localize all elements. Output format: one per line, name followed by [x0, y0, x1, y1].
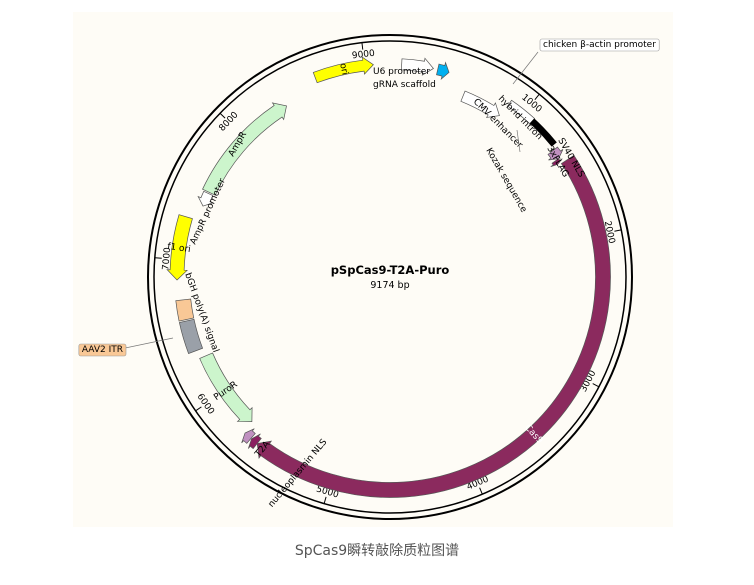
feature-cas9	[256, 154, 611, 498]
label-ori: ori	[337, 62, 349, 76]
feature-puror	[199, 352, 253, 423]
feature-u6-promoter	[400, 57, 434, 76]
feature-grna-scaffold	[436, 61, 450, 81]
feature-t2a	[241, 428, 256, 444]
feature-ampr	[202, 102, 287, 196]
label-f1-ori: f1 ori	[167, 242, 192, 255]
tick-mark-5000	[323, 496, 327, 504]
feature-ori	[312, 56, 374, 84]
feature-aav2-itr	[175, 298, 195, 322]
label-box-aav2-itr	[78, 343, 127, 357]
tick-mark-7000	[154, 257, 162, 259]
feature-hybrid-intron	[529, 118, 557, 147]
leader-kozak-sequence	[516, 129, 521, 153]
tick-mark-3000	[592, 383, 600, 388]
tick-mark-9000	[361, 42, 364, 50]
tick-mark-4000	[479, 487, 483, 495]
label-aav2-itr: AAV2 ITR	[82, 345, 123, 355]
feature-arcs	[166, 56, 611, 498]
backbone-outer-circle	[147, 34, 633, 520]
label-u6-promoter: U6 promoter	[373, 67, 430, 77]
label-kozak-sequence: Kozak sequence	[483, 147, 528, 215]
tick-label-7000: 7000	[161, 247, 173, 271]
label-grna-scaffold: gRNA scaffold	[373, 80, 436, 90]
tick-mark-2000	[614, 229, 622, 232]
feature-nucleoplasmin-nls	[247, 433, 262, 450]
feature-ampr-promoter	[197, 190, 214, 207]
feature-chicken-actin-promoter	[507, 99, 536, 125]
tick-mark-8000	[219, 112, 226, 119]
figure-caption: SpCas9瞬转敲除质粒图谱	[294, 543, 460, 559]
backbone-inner-circle	[153, 40, 627, 514]
leader-chicken-actin-promoter	[512, 51, 539, 85]
feature-sv40-nls	[550, 158, 563, 167]
feature-3xflag	[547, 146, 564, 161]
tick-label-9000: 9000	[351, 49, 375, 62]
tick-mark-6000	[195, 406, 202, 412]
plasmid-name: pSpCas9-T2A-Puro	[331, 263, 450, 277]
label-chicken-actin-promoter: chicken β-actin promoter	[543, 40, 656, 50]
feature-cmv-enhancer	[460, 90, 500, 118]
label-box-chicken-actin-promoter	[539, 38, 660, 52]
feature-bgh-polya-signal	[178, 318, 204, 355]
plasmid-backbone	[147, 34, 633, 520]
plasmid-size: 9174 bp	[370, 280, 409, 291]
tick-mark-1000	[534, 93, 540, 100]
feature-f1-ori	[166, 214, 193, 281]
leader-aav2-itr	[124, 337, 174, 349]
